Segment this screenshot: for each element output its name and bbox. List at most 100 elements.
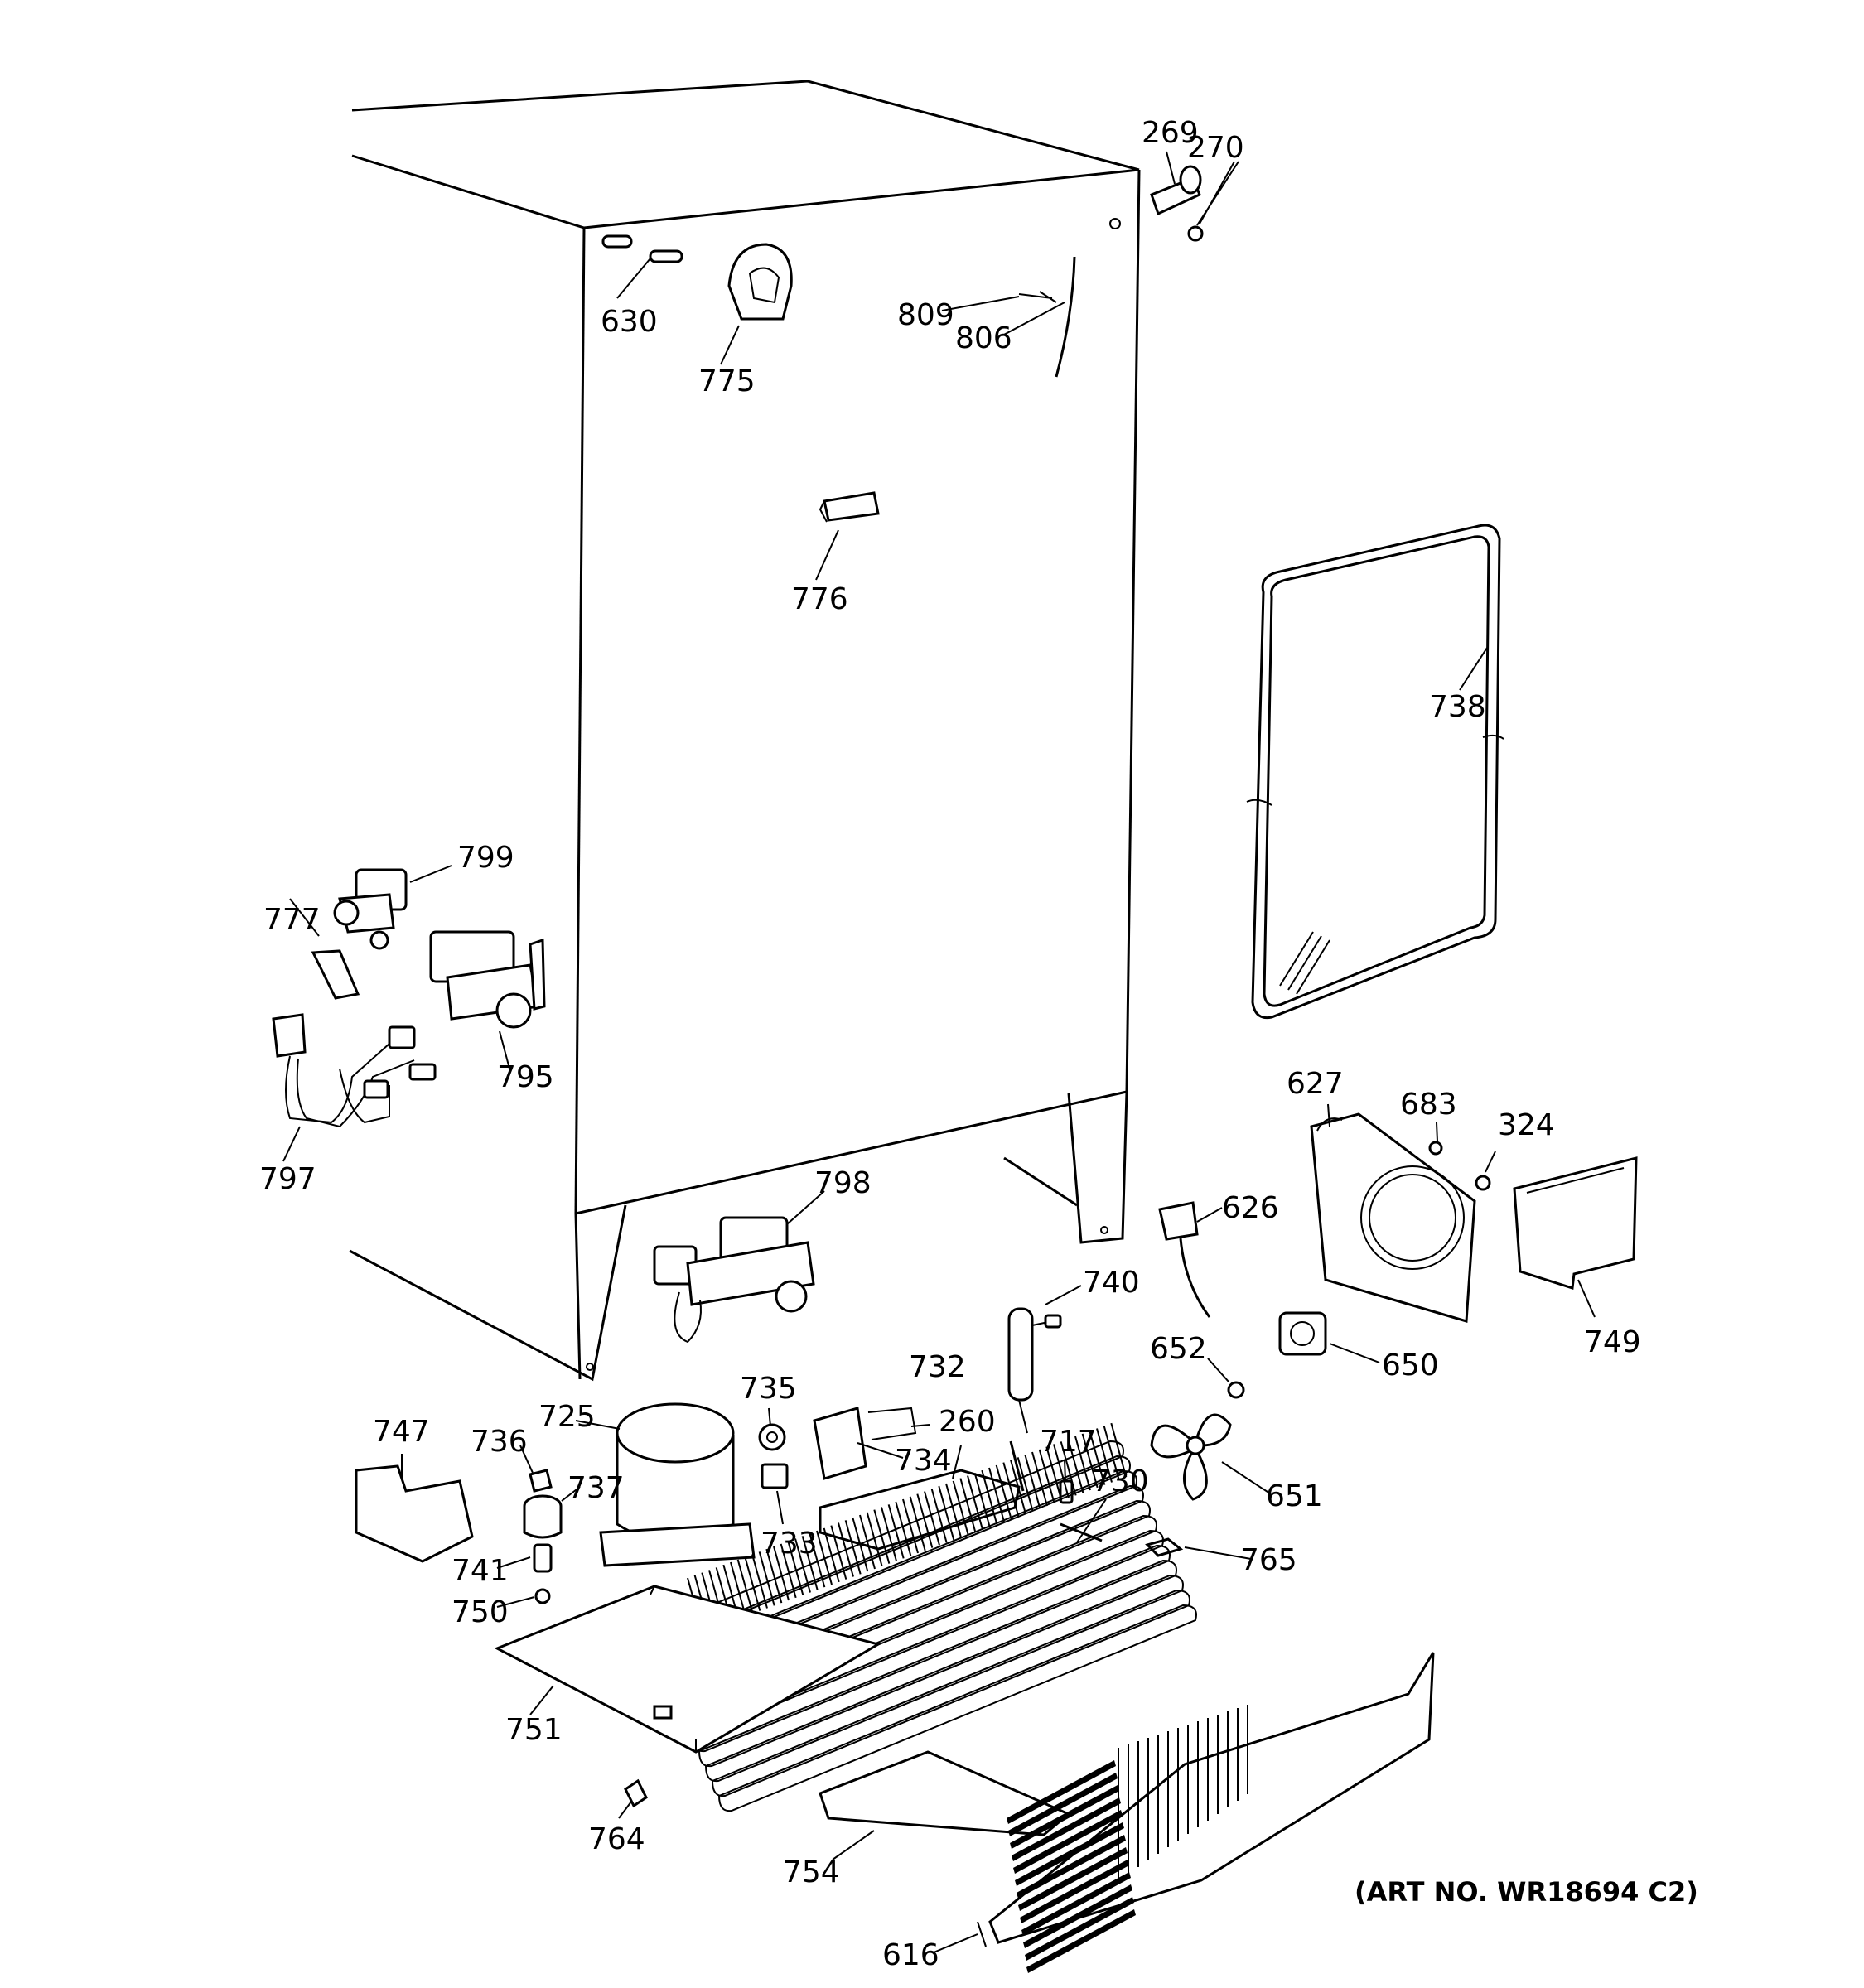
coil-wire [816,1530,833,1585]
coil-wire [902,1498,919,1554]
callout-749: 749 [1584,1325,1641,1359]
grille-slot [1013,1810,1123,1874]
callout-764: 764 [588,1822,645,1856]
callout-798: 798 [814,1166,872,1200]
coil-wire [1067,1438,1084,1493]
screw-683 [1428,1141,1443,1156]
coil-wire [823,1527,840,1583]
coil-wire [765,1548,783,1604]
cover-749 [1513,1156,1638,1290]
callout-324: 324 [1498,1108,1555,1142]
coil-wire [1060,1441,1077,1496]
callout-725: 725 [538,1400,596,1434]
callout-683: 683 [1400,1088,1457,1122]
coil-wire [1089,1431,1106,1485]
callout-260: 260 [939,1405,996,1439]
coil-wire [780,1543,797,1599]
compressor-725 [599,1402,756,1567]
relay-734 [813,1407,867,1480]
water-valve-799 [333,868,408,950]
screw-750 [534,1588,551,1604]
callout-630: 630 [601,305,658,339]
coil-wire [895,1501,912,1556]
clip-764 [624,1778,648,1808]
callout-270: 270 [1187,131,1244,165]
coil-wire [1017,1457,1034,1512]
callout-650: 650 [1382,1349,1439,1382]
callout-777: 777 [263,903,321,937]
grille-slot [1026,1909,1136,1973]
coil-wire [844,1520,862,1575]
coil-wire [838,1522,854,1577]
coil-wire [995,1464,1012,1520]
coil-wire [873,1509,891,1564]
callout-754: 754 [783,1855,840,1889]
coil-wire [916,1493,934,1548]
clip-736 [529,1469,553,1493]
callout-747: 747 [373,1415,430,1449]
hardware-269-270 [1150,165,1204,242]
grille-slot [1017,1835,1126,1899]
leader-lines [282,151,1596,1953]
callout-775: 775 [698,364,756,398]
fan-blade-651 [1150,1413,1232,1501]
callout-730: 730 [1092,1464,1149,1498]
condenser-loop-738 [1246,524,1504,1020]
fan-bracket-627 [1310,1112,1476,1323]
callout-651: 651 [1266,1479,1323,1513]
coil-wire [938,1485,955,1541]
callout-627: 627 [1287,1067,1344,1101]
callout-733: 733 [761,1527,818,1561]
callout-751: 751 [505,1713,563,1747]
water-valve-795 [429,930,546,1029]
callout-269: 269 [1142,116,1199,150]
coil-wire [952,1480,969,1536]
screw-324 [1475,1175,1491,1191]
overload-733 [761,1463,789,1489]
coil-wire [959,1478,977,1532]
grille-slot [1012,1797,1121,1861]
base-plate-751 [494,1585,881,1754]
coil-wire [1074,1436,1091,1491]
coil-wire [1110,1422,1128,1478]
coil-wire [787,1541,804,1595]
callout-734: 734 [895,1444,952,1478]
drain-pan-260 [819,1469,1021,1551]
callout-736: 736 [471,1425,528,1459]
coil-wire [967,1475,983,1530]
power-cord-626 [1158,1201,1211,1318]
callout-806: 806 [955,321,1012,355]
callout-labels: 269 270 630 775 809 806 776 738 799 777 … [259,116,1698,1972]
grille-slot [1020,1860,1129,1923]
coil-wire [924,1491,940,1546]
callout-776: 776 [791,582,848,616]
callout-737: 737 [567,1471,625,1505]
clip-732 [867,1407,917,1440]
grille-slot [1018,1847,1128,1911]
callout-765: 765 [1240,1543,1297,1577]
coil-wire [744,1556,761,1611]
coil-wire [1096,1428,1113,1483]
grille-slot [1010,1785,1119,1849]
coil-wire [809,1532,826,1588]
art-number: (ART NO. WR18694 C2) [1355,1876,1698,1908]
coil-wire [859,1514,876,1570]
coil-wire [866,1512,883,1567]
coil-wire [751,1554,768,1609]
grille-slot [1025,1897,1134,1961]
coil-wire [773,1546,790,1601]
grille-slot [1015,1822,1124,1886]
callout-750: 750 [452,1595,509,1629]
coil-wire [730,1561,746,1617]
coil-wire [973,1473,991,1527]
coil-wire [887,1504,905,1559]
coil-wire [852,1517,869,1572]
coil-wire [881,1507,897,1561]
coil-wire [1103,1426,1120,1480]
coil-wire [945,1483,962,1538]
callout-735: 735 [740,1372,797,1406]
callout-740: 740 [1083,1266,1140,1300]
coil-wire [981,1469,998,1525]
